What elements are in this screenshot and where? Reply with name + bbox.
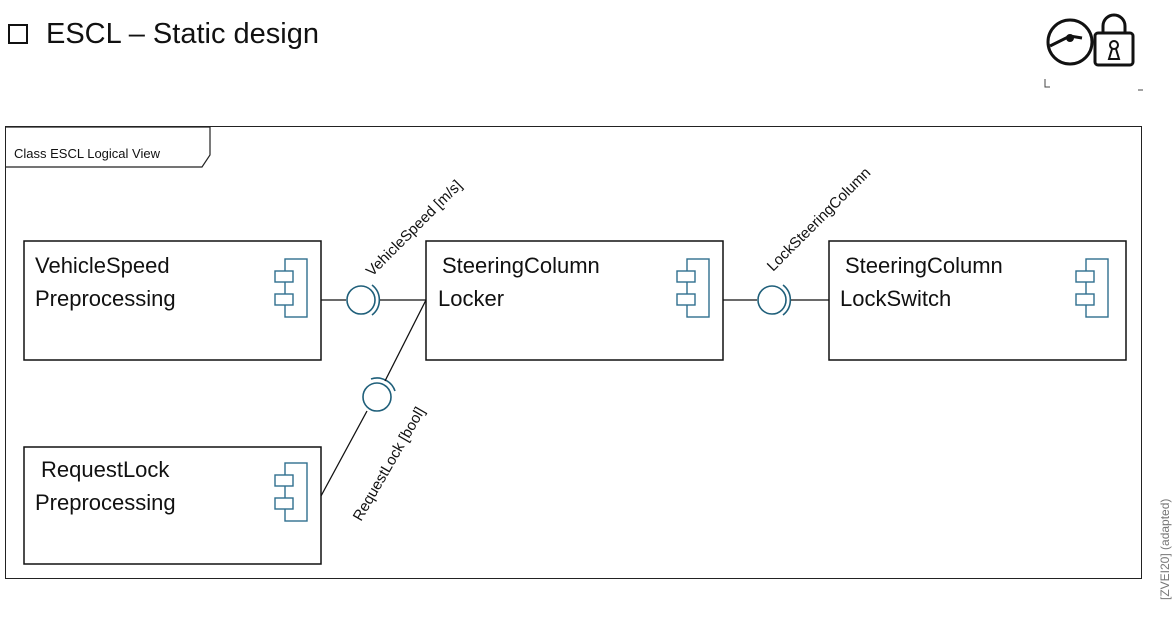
component-steering-column-locker: SteeringColumn Locker xyxy=(425,240,724,361)
component-name-line1: SteeringColumn xyxy=(845,253,1003,278)
checkbox-bullet-icon xyxy=(8,24,28,44)
required-interface-socket xyxy=(371,284,381,316)
component-vehicle-speed-preprocessing: VehicleSpeed Preprocessing xyxy=(23,240,322,361)
component-name-line1: RequestLock xyxy=(41,457,170,482)
component-steering-column-lockswitch: SteeringColumn LockSwitch xyxy=(828,240,1127,361)
component-requestlock-preprocessing: RequestLock Preprocessing xyxy=(23,446,322,565)
component-name-line2: LockSwitch xyxy=(840,286,951,311)
required-interface-socket xyxy=(782,284,792,316)
component-icon xyxy=(1075,258,1109,318)
component-icon xyxy=(676,258,710,318)
component-icon xyxy=(274,462,308,522)
provided-interface-ball xyxy=(346,285,376,315)
component-name-line1: SteeringColumn xyxy=(442,253,600,278)
frame-label-tab xyxy=(6,126,211,168)
component-name-line2: Preprocessing xyxy=(35,490,176,515)
slide-title-text: ESCL – Static design xyxy=(46,17,319,50)
provided-interface-ball xyxy=(362,382,392,412)
component-name-line1: VehicleSpeed xyxy=(35,253,170,278)
diagram-frame xyxy=(5,126,1142,579)
component-icon xyxy=(274,258,308,318)
slide-title: ESCL – Static design xyxy=(8,14,319,54)
source-note: [ZVEI20] (adapted) xyxy=(1158,498,1172,600)
component-name-line2: Preprocessing xyxy=(35,286,176,311)
interface-request-lock: RequestLock [bool] xyxy=(320,299,429,524)
provided-interface-ball xyxy=(757,285,787,315)
component-name-line2: Locker xyxy=(438,286,504,311)
steering-lock-logo-icon xyxy=(1044,13,1143,91)
frame-label: Class ESCL Logical View xyxy=(14,146,161,161)
